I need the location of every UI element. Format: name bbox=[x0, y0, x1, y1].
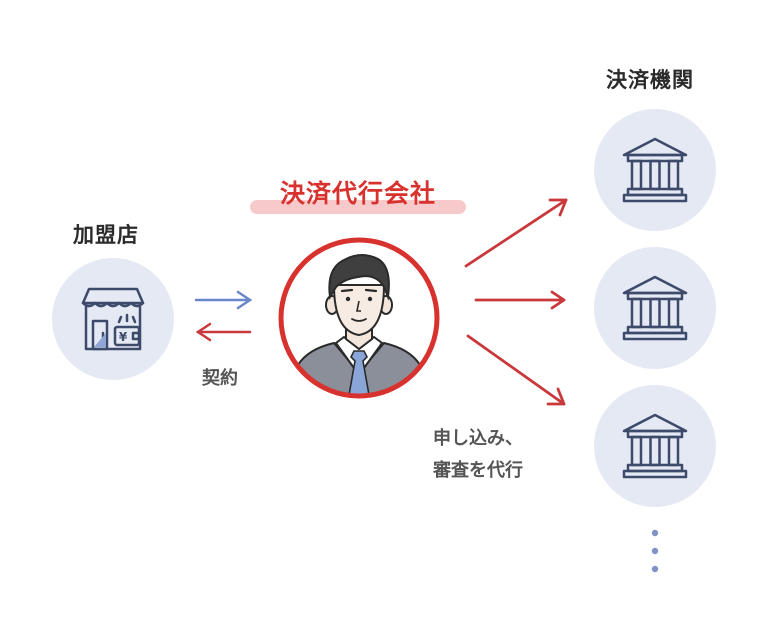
merchant-label: 加盟店 bbox=[73, 223, 139, 247]
arrow-to-bank-2 bbox=[474, 290, 566, 310]
contract-arrow-right bbox=[194, 290, 253, 310]
institution-circle-3 bbox=[594, 385, 716, 507]
red-arrows bbox=[464, 198, 568, 406]
arrow-to-bank-1 bbox=[464, 198, 568, 268]
businessman-icon bbox=[278, 237, 440, 399]
company-label: 決済代行会社 bbox=[279, 179, 436, 208]
title-highlight bbox=[250, 200, 466, 214]
contract-label: 契約 bbox=[202, 368, 238, 389]
proxy-label-line1: 申し込み、 bbox=[433, 428, 523, 449]
proxy-label-line2: 審査を代行 bbox=[433, 460, 523, 481]
bank-building-icon bbox=[622, 413, 688, 479]
company-title: 決済代行会社 bbox=[250, 174, 466, 214]
contract-arrow-left bbox=[195, 322, 252, 342]
institution-circle-1 bbox=[594, 109, 716, 231]
store-icon: ¥ bbox=[81, 287, 145, 351]
bank-building-icon bbox=[622, 275, 688, 341]
vertical-ellipsis-icon bbox=[651, 529, 659, 573]
yen-glyph: ¥ bbox=[119, 330, 128, 344]
arrow-to-bank-3 bbox=[466, 334, 566, 406]
bank-building-icon bbox=[622, 137, 688, 203]
institution-circle-2 bbox=[594, 247, 716, 369]
institutions-label: 決済機関 bbox=[606, 68, 694, 92]
merchant-circle bbox=[52, 258, 174, 380]
